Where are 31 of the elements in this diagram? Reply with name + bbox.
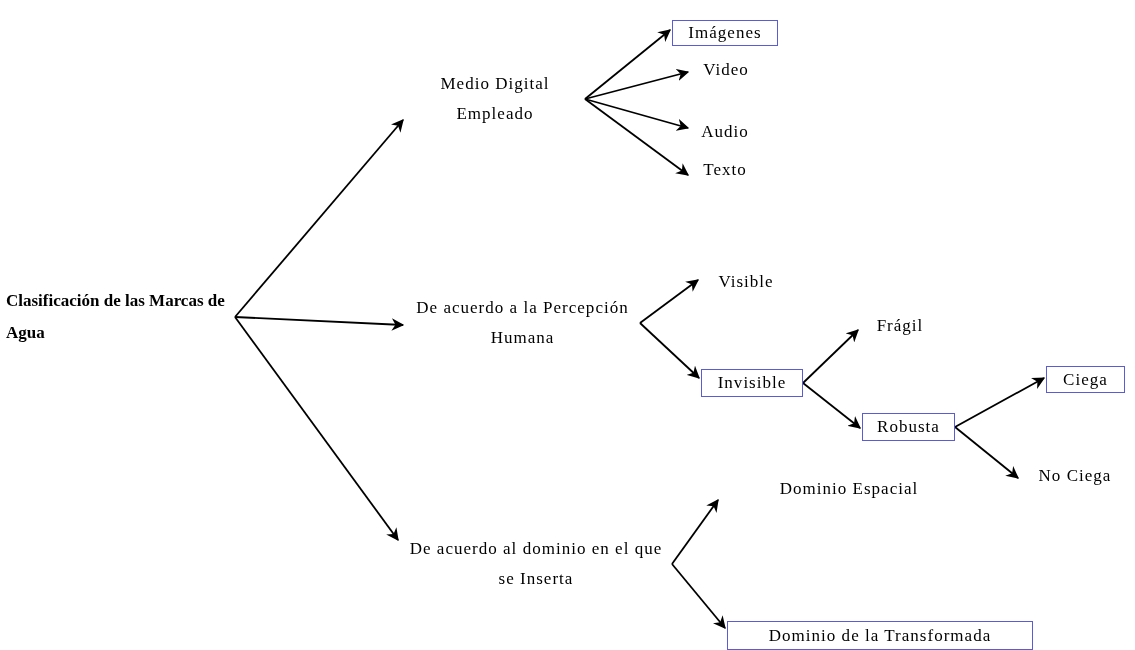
arrow bbox=[639, 322, 700, 379]
branch-label: De acuerdo a la Percepción Humana bbox=[405, 290, 640, 356]
arrow bbox=[584, 98, 690, 131]
branch-label: No Ciega bbox=[1020, 462, 1130, 490]
arrow bbox=[639, 279, 699, 324]
arrow bbox=[954, 377, 1046, 428]
arrow bbox=[234, 316, 405, 331]
branch-label: Video bbox=[690, 56, 762, 84]
boxed-label: Ciega bbox=[1046, 366, 1125, 393]
boxed-label: Robusta bbox=[862, 413, 955, 441]
branch-label: De acuerdo al dominio en el que se Inserta bbox=[400, 528, 672, 600]
boxed-label: Imágenes bbox=[672, 20, 778, 46]
branch-label: Clasificación de las Marcas de Agua bbox=[6, 282, 235, 352]
arrow bbox=[802, 382, 861, 429]
arrow bbox=[954, 426, 1019, 479]
branch-label: Visible bbox=[700, 268, 792, 296]
boxed-label: Invisible bbox=[701, 369, 803, 397]
arrow bbox=[584, 29, 671, 100]
branch-label: Texto bbox=[690, 156, 760, 184]
arrow bbox=[671, 563, 726, 629]
arrow bbox=[234, 316, 399, 541]
arrow bbox=[234, 119, 404, 318]
arrow bbox=[802, 329, 859, 384]
arrow bbox=[671, 499, 719, 565]
arrow bbox=[584, 68, 690, 100]
branch-label: Frágil bbox=[860, 312, 940, 340]
branch-label: Audio bbox=[690, 118, 760, 146]
boxed-label: Dominio de la Transformada bbox=[727, 621, 1033, 650]
branch-label: Medio Digital Empleado bbox=[405, 66, 585, 132]
arrow bbox=[584, 98, 689, 176]
branch-label: Dominio Espacial bbox=[720, 474, 978, 504]
